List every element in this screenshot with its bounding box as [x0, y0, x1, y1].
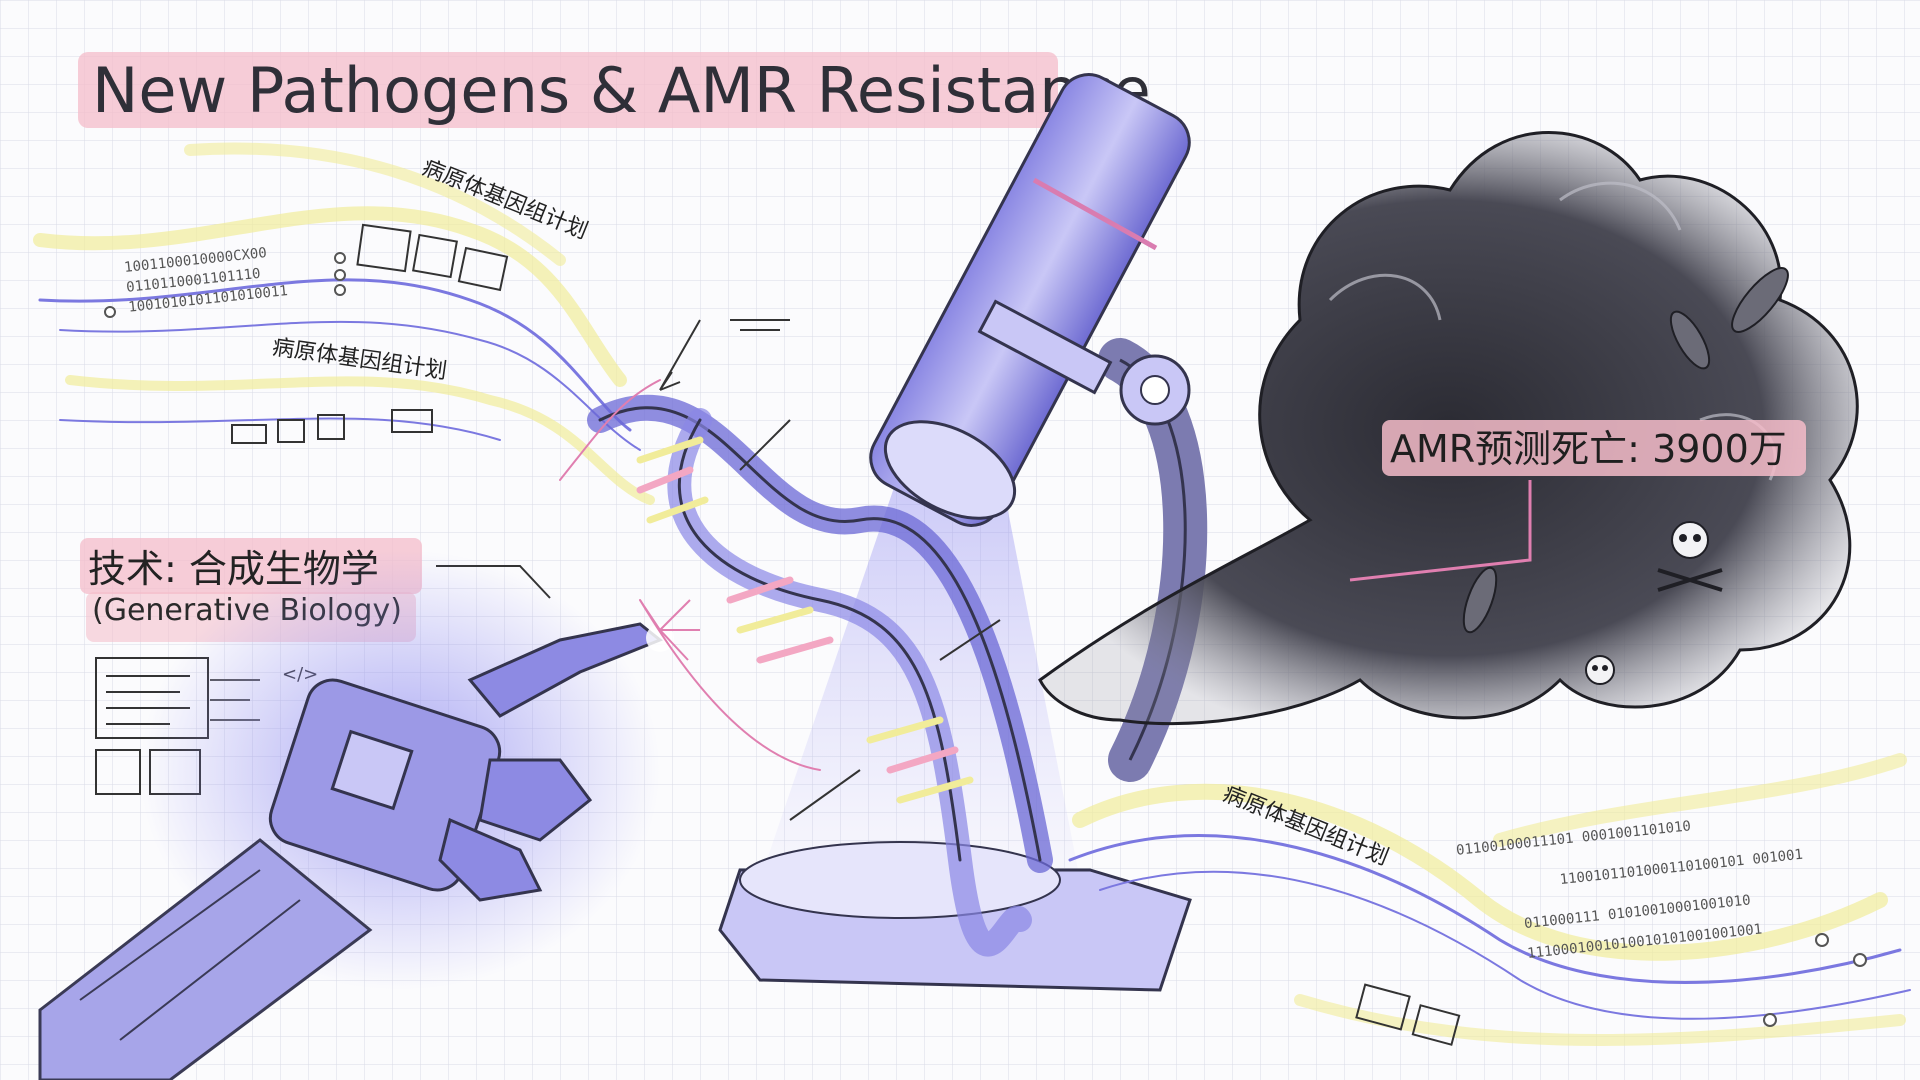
robot-hand	[38, 550, 674, 1080]
annotation-arrows	[659, 319, 1001, 821]
amr-label-block: AMR预测死亡: 3900万	[1349, 420, 1806, 582]
dna-helix	[559, 379, 1053, 957]
amr-death-label: AMR预测死亡: 3900万	[1390, 427, 1787, 471]
microscope	[718, 73, 1208, 992]
left-sketch-boxes	[231, 223, 509, 444]
skull-icon	[1657, 521, 1723, 592]
page-title: New Pathogens & AMR Resistance	[92, 54, 1151, 127]
left-data-streams	[33, 142, 655, 505]
right-sketch-boxes	[1355, 983, 1461, 1046]
amr-label-highlight	[1382, 420, 1806, 476]
amr-pointer-arrow	[1349, 480, 1532, 582]
skull-icon	[1585, 655, 1615, 685]
right-data-streams	[1068, 753, 1911, 1046]
title-highlight	[78, 52, 1058, 128]
title-block: New Pathogens & AMR Resistance	[78, 52, 1151, 128]
